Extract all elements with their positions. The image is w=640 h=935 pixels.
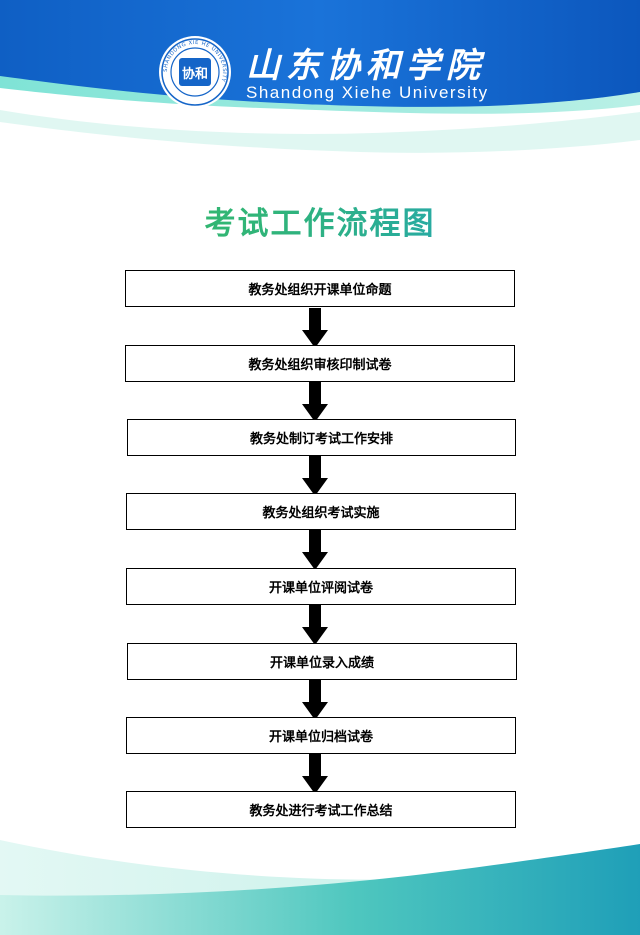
down-arrow-icon	[302, 382, 328, 422]
flow-step-2: 教务处组织审核印制试卷	[125, 345, 515, 382]
emblem-center-text: 协和	[182, 66, 208, 82]
flow-step-label: 教务处组织审核印制试卷	[248, 358, 392, 373]
down-arrow-icon	[302, 680, 328, 720]
university-emblem: SHANDONG XIE HE UNIVERSITY 协和	[159, 36, 231, 108]
flow-step-4: 教务处组织考试实施	[126, 493, 516, 530]
flow-step-label: 教务处组织开课单位命题	[248, 283, 392, 298]
flow-step-6: 开课单位录入成绩	[127, 643, 517, 680]
down-arrow-icon	[302, 530, 328, 570]
down-arrow-icon	[302, 605, 328, 645]
page-title: 考试工作流程图	[0, 198, 640, 243]
footer-wave	[0, 840, 640, 935]
flow-step-3: 教务处制订考试工作安排	[127, 419, 516, 456]
flow-step-5: 开课单位评阅试卷	[126, 568, 516, 605]
down-arrow-icon	[302, 456, 328, 496]
flow-step-8: 教务处进行考试工作总结	[126, 791, 516, 828]
flow-step-label: 开课单位录入成绩	[269, 656, 374, 671]
flow-step-label: 教务处进行考试工作总结	[249, 804, 393, 819]
down-arrow-icon	[302, 308, 328, 348]
brand-name-chinese: 山东协和学院	[246, 46, 486, 86]
flow-step-7: 开课单位归档试卷	[126, 717, 516, 754]
header-banner	[0, 0, 640, 153]
flow-step-1: 教务处组织开课单位命题	[125, 270, 515, 307]
flow-step-label: 教务处制订考试工作安排	[249, 432, 393, 447]
down-arrow-icon	[302, 754, 328, 794]
flow-step-label: 开课单位归档试卷	[268, 730, 373, 745]
flow-step-label: 开课单位评阅试卷	[268, 581, 373, 596]
flow-step-label: 教务处组织考试实施	[262, 506, 380, 521]
brand-name-english: Shandong Xiehe University	[246, 83, 489, 102]
